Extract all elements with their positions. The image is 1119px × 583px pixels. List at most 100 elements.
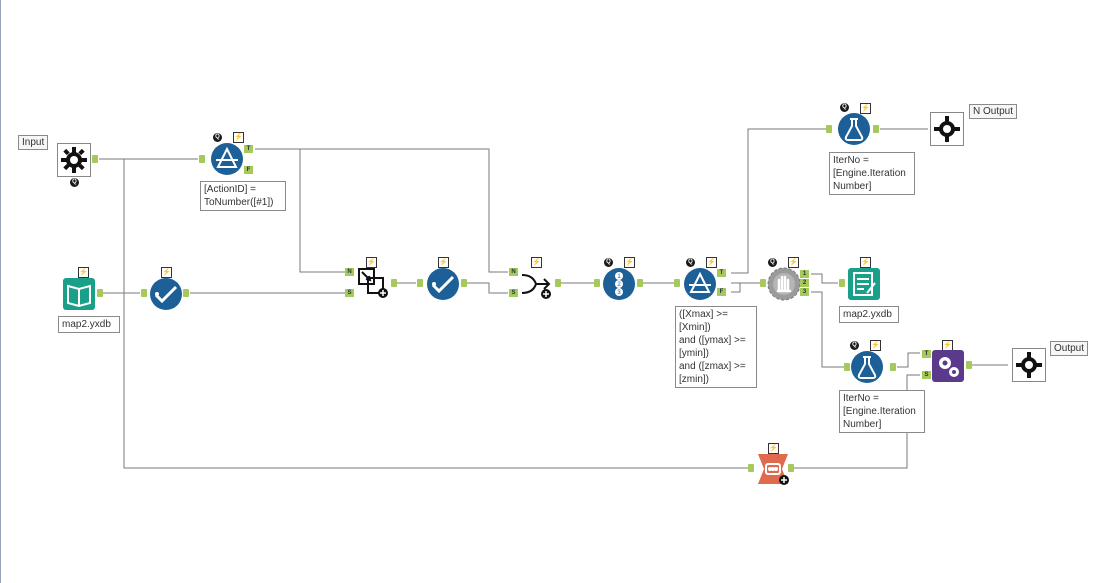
lightning-badge-icon: ⚡: [706, 257, 717, 268]
true-anchor[interactable]: T: [244, 145, 253, 153]
macro-output-tool-2[interactable]: [1012, 348, 1046, 382]
flask-icon: [844, 118, 864, 141]
macro-anchor-S[interactable]: S: [922, 371, 931, 379]
lightning-badge-icon: ⚡: [78, 267, 89, 278]
flask-icon: [857, 356, 877, 379]
input-anchor[interactable]: [417, 279, 423, 287]
wire-tile1-to-output: [811, 273, 838, 284]
question-badge: Q: [213, 133, 222, 142]
input-anchor[interactable]: [199, 155, 205, 163]
macro-output-tool[interactable]: [930, 112, 964, 146]
block-until-done-tool[interactable]: [767, 267, 801, 301]
output-anchor[interactable]: [461, 279, 467, 287]
wire-filter2F-to-tile: [731, 282, 760, 293]
wire-input-to-append: [123, 159, 748, 469]
input-anchor[interactable]: [748, 464, 754, 472]
filter-icon: [216, 146, 238, 168]
check-icon: [431, 275, 455, 294]
filter1-annotation: [ActionID] = ToNumber([#1]): [200, 181, 286, 211]
input-file-label: map2.yxdb: [58, 316, 120, 333]
question-badge: Q: [850, 341, 859, 350]
macro-input-tool[interactable]: [57, 143, 91, 177]
output-anchor[interactable]: [890, 363, 896, 371]
lightning-badge-icon: ⚡: [366, 257, 377, 268]
wire-tile2-to-formula2: [811, 291, 846, 368]
formula1-annotation: IterNo = [Engine.Iteration Number]: [829, 152, 915, 195]
macro-anchor-T[interactable]: T: [922, 350, 931, 358]
true-anchor[interactable]: T: [717, 269, 726, 277]
output-anchor[interactable]: [391, 279, 397, 287]
check-icon: [154, 285, 178, 304]
input-anchor[interactable]: [594, 279, 600, 287]
svg-text:1: 1: [617, 274, 621, 280]
output-anchor[interactable]: [183, 289, 189, 297]
svg-text:3: 3: [617, 290, 621, 296]
output-anchor[interactable]: [92, 155, 98, 163]
filter-tool-2[interactable]: [683, 267, 717, 301]
output-data-tool[interactable]: [847, 267, 881, 301]
anchor-2[interactable]: 2: [800, 279, 809, 287]
formula-tool[interactable]: [837, 112, 871, 146]
join-icon: [358, 268, 384, 294]
input-anchor[interactable]: [844, 363, 850, 371]
union-tool[interactable]: [519, 267, 553, 301]
wire-filter1T-to-join-L: [299, 149, 345, 273]
wire-formula2-to-macro: [897, 352, 920, 368]
wire-filter1T-to-n-output-branch: [255, 148, 508, 273]
gear-icon: [934, 116, 960, 142]
numbered-list-icon: [615, 272, 623, 296]
canvas-left-border: [0, 0, 1, 583]
input-anchor[interactable]: [141, 289, 147, 297]
lightning-badge-icon: ⚡: [624, 257, 635, 268]
false-anchor[interactable]: F: [717, 288, 726, 296]
anchor-1[interactable]: 1: [800, 270, 809, 278]
macro-tool[interactable]: [931, 349, 965, 383]
question-badge: Q: [70, 178, 79, 187]
join-right-anchor[interactable]: S: [345, 289, 354, 297]
output-anchor[interactable]: [97, 289, 103, 297]
select-tool[interactable]: [149, 277, 183, 311]
union-anchor-2[interactable]: S: [509, 289, 518, 297]
lightning-badge-icon: ⚡: [531, 257, 542, 268]
document-edit-icon: [853, 272, 876, 296]
sort-tool[interactable]: 1 2 3: [602, 267, 636, 301]
union-anchor-1[interactable]: N: [509, 268, 518, 276]
wire-filter2T-to-formula1: [731, 128, 826, 274]
filter2-annotation: ([Xmax] >= [Xmin]) and ([ymax] >= [ymin]…: [675, 306, 757, 388]
false-anchor[interactable]: F: [244, 166, 253, 174]
output-anchor[interactable]: [637, 279, 643, 287]
output-anchor[interactable]: [873, 125, 879, 133]
input-data-tool[interactable]: [62, 277, 96, 311]
lightning-badge-icon: ⚡: [860, 103, 871, 114]
question-badge: Q: [686, 258, 695, 267]
output-anchor[interactable]: [555, 279, 561, 287]
filter-tool[interactable]: [210, 142, 244, 176]
hand-stop-icon: [776, 275, 792, 293]
lightning-badge-icon: ⚡: [860, 257, 871, 268]
input-anchor[interactable]: [826, 125, 832, 133]
formula2-annotation: IterNo = [Engine.Iteration Number]: [839, 390, 925, 433]
n-output-tag: N Output: [969, 104, 1018, 119]
lightning-badge-icon: ⚡: [788, 257, 799, 268]
append-fields-tool[interactable]: [756, 452, 790, 486]
output-anchor[interactable]: [966, 361, 972, 369]
input-anchor[interactable]: [839, 279, 845, 287]
input-anchor[interactable]: [760, 279, 766, 287]
question-badge: Q: [768, 258, 777, 267]
lightning-badge-icon: ⚡: [161, 267, 172, 278]
lightning-badge-icon: ⚡: [768, 443, 779, 454]
output-anchor[interactable]: [788, 464, 794, 472]
join-left-anchor[interactable]: N: [345, 268, 354, 276]
select-tool-2[interactable]: [426, 267, 460, 301]
gear-icon: [1016, 352, 1042, 378]
svg-text:2: 2: [617, 282, 621, 288]
book-icon: [67, 284, 91, 308]
formula-tool-2[interactable]: [850, 350, 884, 384]
lightning-badge-icon: ⚡: [870, 340, 881, 351]
input-tag: Input: [18, 135, 49, 150]
output-tag: Output: [1050, 341, 1089, 356]
join-multiple-tool[interactable]: [356, 266, 390, 300]
input-anchor[interactable]: [674, 279, 680, 287]
anchor-3[interactable]: 3: [800, 288, 809, 296]
